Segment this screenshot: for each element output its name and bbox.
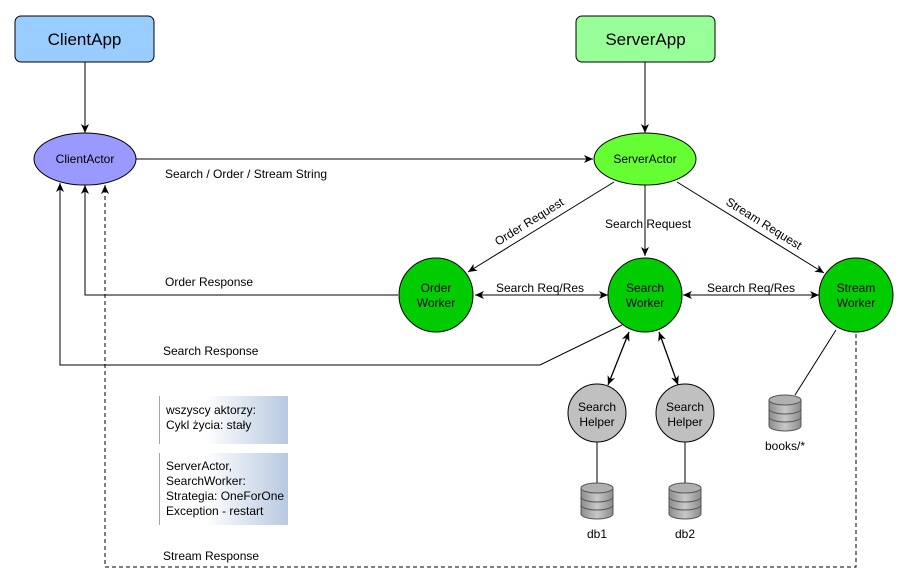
label-search-req-res-left: Search Req/Res — [496, 281, 584, 295]
label-stream-request: Stream Request — [723, 195, 805, 253]
client-actor-node: ClientActor — [33, 132, 137, 186]
search-helper-1-label-1: Search — [578, 400, 616, 414]
client-actor-label: ClientActor — [56, 152, 115, 166]
strategy-note-line-1: ServerActor, — [166, 459, 233, 473]
stream-worker-label-1: Stream — [837, 281, 876, 295]
search-helper-1-label-2: Helper — [579, 415, 614, 429]
books-label: books/* — [765, 439, 805, 453]
strategy-note-line-3: Strategia: OneForOne — [166, 489, 285, 503]
edge-search-helper1 — [607, 331, 630, 386]
label-search-req-res-right: Search Req/Res — [707, 281, 795, 295]
search-helper-2-node: Search Helper — [655, 383, 715, 443]
server-actor-label: ServerActor — [613, 152, 676, 166]
search-helper-2-label-2: Helper — [667, 415, 702, 429]
db2-cylinder-icon — [668, 482, 702, 520]
search-worker-node: Search Worker — [607, 257, 683, 333]
client-app-box: ClientApp — [14, 15, 155, 63]
strategy-note-line-2: SearchWorker: — [166, 474, 246, 488]
label-search-response: Search Response — [163, 344, 259, 358]
server-app-box: ServerApp — [575, 15, 716, 63]
strategy-note-line-4: Exception - restart — [166, 504, 264, 518]
db1-label: db1 — [587, 527, 607, 541]
books-cylinder-icon — [768, 394, 802, 432]
lifecycle-note-line-2: Cykl życia: stały — [166, 418, 252, 432]
search-helper-1-node: Search Helper — [567, 383, 627, 443]
strategy-note: ServerActor, SearchWorker: Strategia: On… — [159, 453, 288, 525]
client-app-label: ClientApp — [48, 30, 122, 49]
order-worker-node: Order Worker — [398, 257, 474, 333]
lifecycle-note: wszyscy aktorzy: Cykl życia: stały — [159, 396, 288, 444]
order-worker-label-2: Worker — [417, 296, 455, 310]
edge-serveractor-orderworker — [467, 181, 615, 273]
label-order-request: Order Request — [492, 195, 567, 249]
edge-streamworker-books — [794, 329, 837, 396]
search-worker-label-2: Worker — [626, 296, 664, 310]
edge-serveractor-streamworker — [676, 181, 825, 274]
db2-label: db2 — [675, 527, 695, 541]
label-search-order-stream: Search / Order / Stream String — [165, 167, 327, 181]
label-search-request: Search Request — [605, 217, 692, 231]
db1-cylinder-icon — [580, 482, 614, 520]
search-helper-2-label-1: Search — [666, 400, 704, 414]
edge-order-response — [81, 185, 398, 296]
edge-search-response — [56, 183, 623, 366]
label-stream-response: Stream Response — [163, 549, 259, 563]
stream-worker-label-2: Worker — [837, 296, 875, 310]
stream-worker-node: Stream Worker — [818, 257, 894, 333]
server-app-label: ServerApp — [605, 30, 685, 49]
edge-search-helper2 — [658, 331, 679, 386]
search-worker-label-1: Search — [626, 281, 664, 295]
order-worker-label-1: Order — [421, 281, 452, 295]
lifecycle-note-line-1: wszyscy aktorzy: — [166, 403, 257, 417]
server-actor-node: ServerActor — [593, 132, 697, 186]
label-order-response: Order Response — [165, 275, 253, 289]
